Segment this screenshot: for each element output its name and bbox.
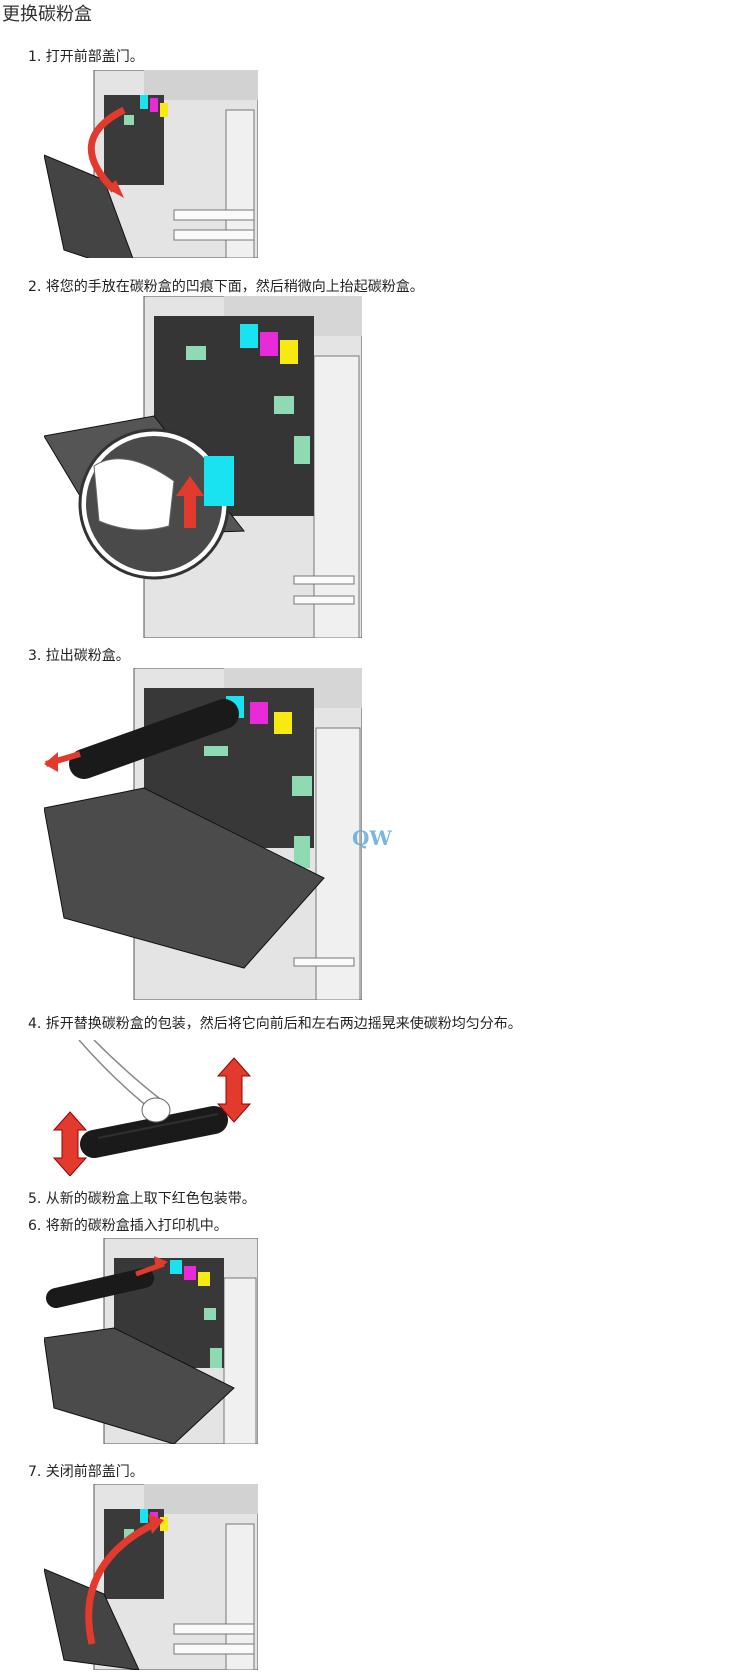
lift-toner-illustration [44,296,362,638]
open-front-door-illustration [44,70,258,258]
step-5-label: 5. 从新的碳粉盒上取下红色包装带。 [28,1191,256,1207]
shake-toner-illustration [44,1040,264,1176]
page-title: 更换碳粉盒 [2,4,92,25]
close-front-door-illustration [44,1484,258,1670]
step-7-label: 7. 关闭前部盖门。 [28,1464,144,1480]
watermark: QW [352,826,392,850]
step-4-label: 4. 拆开替换碳粉盒的包装，然后将它向前后和左右两边摇晃来使碳粉均匀分布。 [28,1016,522,1032]
step-3-label: 3. 拉出碳粉盒。 [28,648,130,664]
insert-toner-illustration [44,1238,258,1444]
step-6-label: 6. 将新的碳粉盒插入打印机中。 [28,1218,228,1234]
step-1-label: 1. 打开前部盖门。 [28,49,144,65]
pull-out-toner-illustration [44,668,362,1000]
step-2-label: 2. 将您的手放在碳粉盒的凹痕下面，然后稍微向上抬起碳粉盒。 [28,279,424,295]
